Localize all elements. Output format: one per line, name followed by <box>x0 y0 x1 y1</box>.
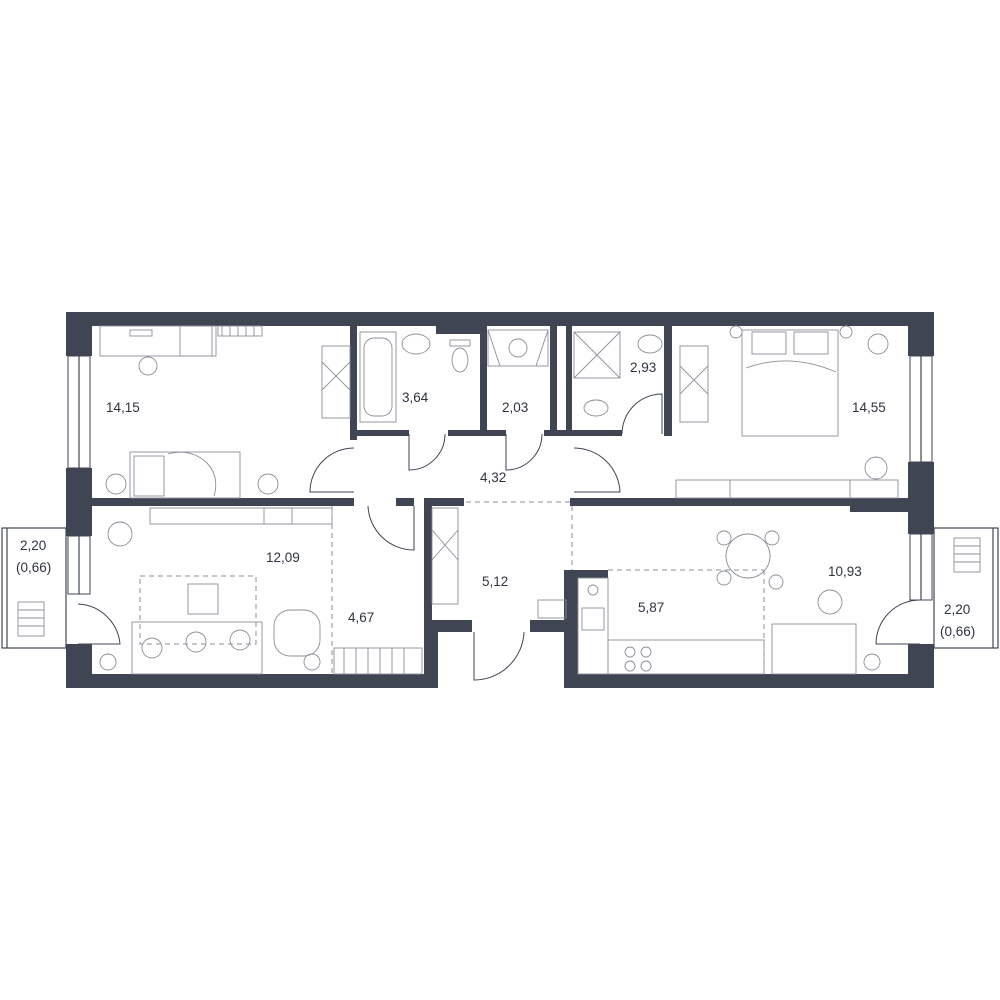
room-area-toilet: 2,03 <box>502 400 528 415</box>
room-area-dining-room: 10,93 <box>828 564 862 579</box>
balcony-reduced-area-left: (0,66) <box>16 560 51 575</box>
room-area-hallway: 4,32 <box>480 470 506 485</box>
toilet-fixtures <box>487 329 549 367</box>
shower-fixtures <box>573 331 663 417</box>
bathroom-fixtures <box>359 331 471 423</box>
room-area-bathroom-tub: 3,64 <box>402 390 429 405</box>
room-area-wardrobe: 4,67 <box>348 610 374 625</box>
kitchen-furniture <box>577 530 881 675</box>
windows <box>67 355 933 601</box>
room-area-living-room: 12,09 <box>266 550 300 565</box>
balcony-reduced-area-right: (0,66) <box>940 624 975 639</box>
bedroom-left-furniture <box>99 325 351 499</box>
room-area-shower-room: 2,93 <box>630 360 656 375</box>
balcony-labels: 2,20 (0,66) 2,20 (0,66) <box>16 538 975 639</box>
interior-walls <box>92 326 908 632</box>
zone-boundaries <box>139 501 765 674</box>
balcony-left <box>1 527 67 649</box>
living-room-furniture <box>99 507 333 675</box>
exterior-walls <box>66 312 934 688</box>
balcony-right <box>933 527 999 649</box>
balcony-area-left: 2,20 <box>20 538 46 553</box>
wardrobe-furniture <box>333 507 567 675</box>
doors <box>77 393 921 681</box>
bedroom-right-furniture <box>675 325 899 499</box>
room-area-bedroom-right: 14,55 <box>852 400 886 415</box>
balcony-area-right: 2,20 <box>944 602 970 617</box>
room-area-bedroom-left: 14,15 <box>106 400 140 415</box>
room-labels: 14,15 3,64 2,03 2,93 14,55 4,32 12,09 4,… <box>106 360 886 625</box>
room-area-corridor: 5,12 <box>482 574 508 589</box>
room-area-kitchen: 5,87 <box>638 600 664 615</box>
